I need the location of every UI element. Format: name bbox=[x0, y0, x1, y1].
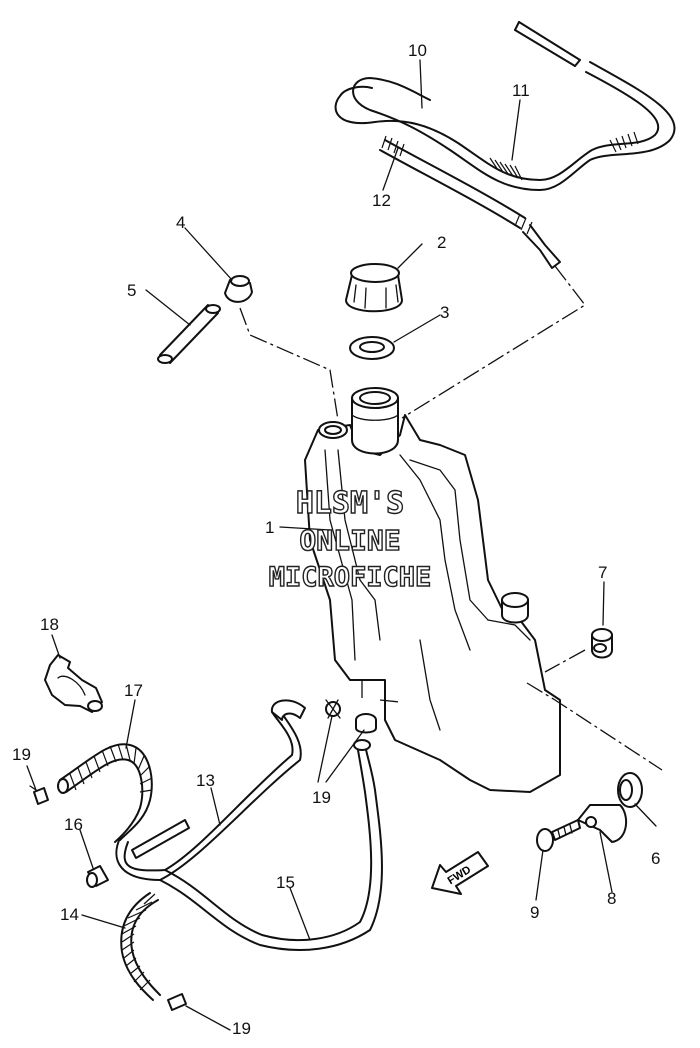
grommet-7 bbox=[591, 628, 613, 659]
part-label-14: 14 bbox=[60, 905, 79, 924]
part-label-17: 17 bbox=[124, 681, 143, 700]
part-label-12: 12 bbox=[372, 191, 391, 210]
part-label-11: 11 bbox=[512, 81, 530, 100]
part-label-6: 6 bbox=[651, 849, 660, 868]
clip-19-middle-b bbox=[355, 713, 377, 734]
part-label-1: 1 bbox=[265, 518, 274, 537]
watermark-line-1: HLSM'S bbox=[296, 486, 404, 521]
hose-15 bbox=[159, 739, 383, 951]
part-label-19-bottom: 19 bbox=[232, 1019, 251, 1038]
hose-17 bbox=[57, 743, 153, 843]
part-label-9: 9 bbox=[530, 903, 539, 922]
watermark-line-2: ONLINE bbox=[299, 524, 400, 557]
clip-19-left bbox=[29, 785, 49, 805]
part-label-2: 2 bbox=[437, 233, 446, 252]
hose-spring-11 bbox=[489, 131, 639, 181]
grommet-6 bbox=[617, 772, 643, 808]
part-label-4: 4 bbox=[176, 213, 185, 232]
clamp-18 bbox=[44, 654, 103, 713]
hose-13 bbox=[115, 699, 306, 881]
reservoir-tank-1 bbox=[304, 414, 561, 793]
hose-14 bbox=[120, 892, 161, 1001]
clip-19-bottom bbox=[167, 993, 187, 1011]
clip-19-middle-a bbox=[325, 699, 341, 719]
bolt-9 bbox=[536, 819, 581, 852]
tank-inlet-port bbox=[318, 421, 348, 439]
part-number-labels: 10 11 12 2 3 4 5 1 7 6 8 9 18 17 19 13 1… bbox=[12, 41, 660, 1038]
part-label-7: 7 bbox=[598, 563, 607, 582]
bracket-8 bbox=[577, 804, 628, 843]
hose-5 bbox=[157, 304, 221, 364]
washer-3 bbox=[349, 336, 395, 360]
hose-12 bbox=[379, 135, 586, 419]
vent-hose-10 bbox=[334, 21, 676, 191]
part-label-8: 8 bbox=[607, 889, 616, 908]
part-label-19-middle: 19 bbox=[312, 788, 331, 807]
part-label-16: 16 bbox=[64, 815, 83, 834]
watermark: HLSM'S ONLINE MICROFICHE bbox=[268, 485, 432, 593]
part-label-18: 18 bbox=[40, 615, 59, 634]
filler-neck bbox=[351, 387, 399, 455]
part-label-5: 5 bbox=[127, 281, 136, 300]
part-label-13: 13 bbox=[196, 771, 215, 790]
fwd-direction-arrow: FWD bbox=[431, 851, 489, 895]
cap-16 bbox=[86, 865, 109, 888]
part-label-19-left: 19 bbox=[12, 745, 31, 764]
watermark-line-3: MICROFICHE bbox=[269, 562, 432, 593]
tank-cap-2 bbox=[345, 263, 403, 313]
part-label-15: 15 bbox=[276, 873, 295, 892]
leader-lines bbox=[26, 59, 657, 1031]
nipple-4 bbox=[224, 275, 253, 303]
tank-outlet-port bbox=[501, 592, 529, 624]
part-label-10: 10 bbox=[408, 41, 427, 60]
part-label-3: 3 bbox=[440, 303, 449, 322]
